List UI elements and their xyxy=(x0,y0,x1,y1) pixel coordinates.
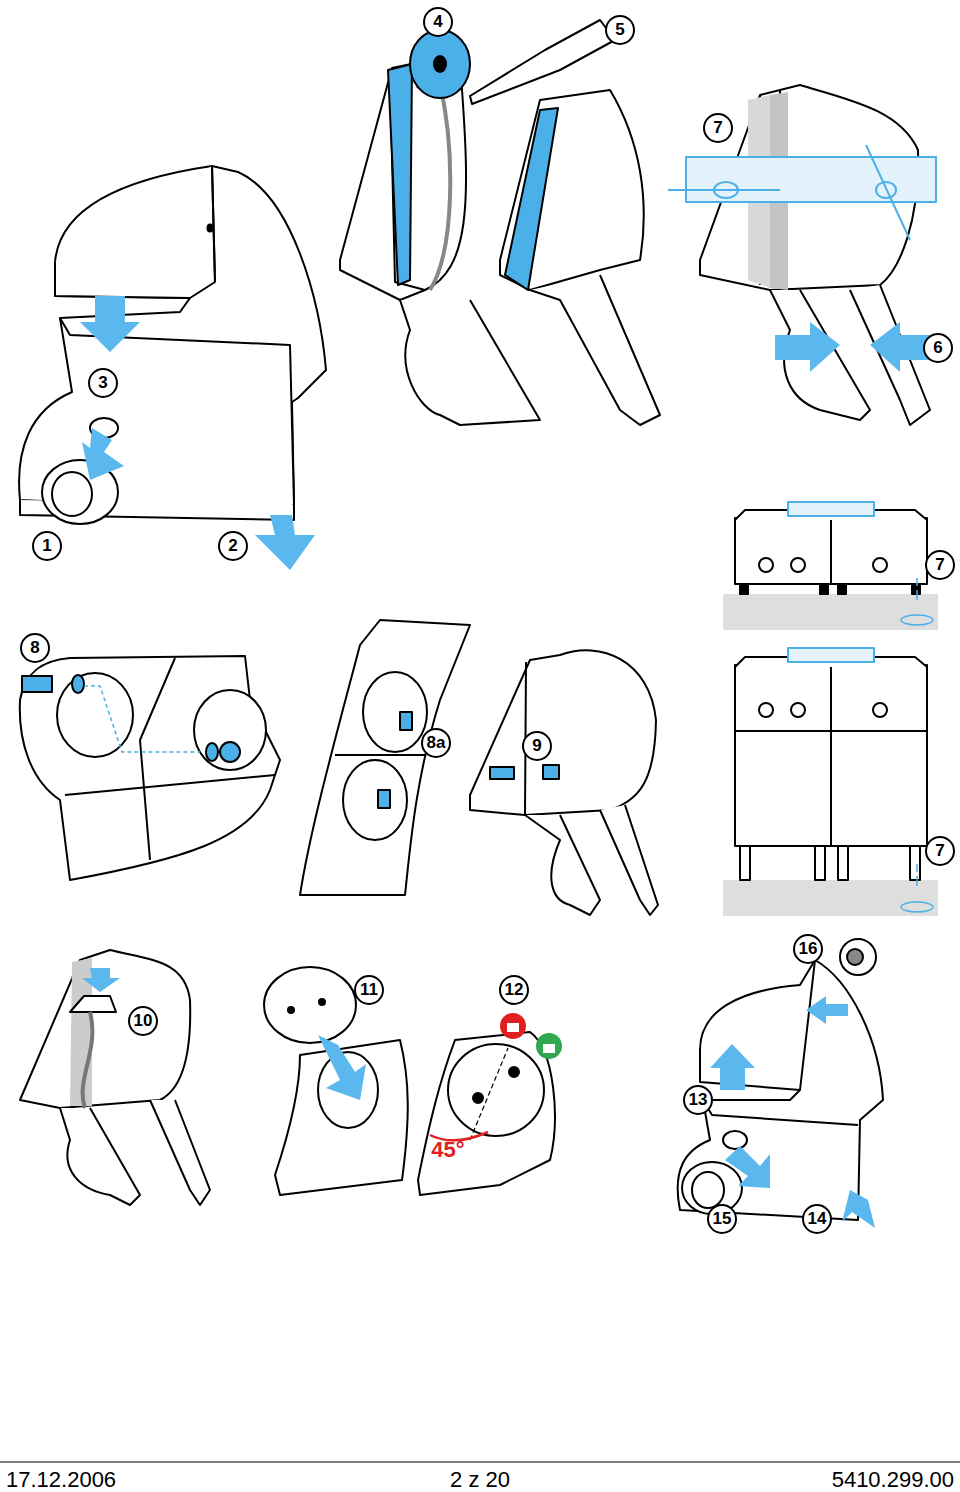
callout-number: 11 xyxy=(360,980,378,1000)
callout-number: 9 xyxy=(532,736,541,756)
callout-number: 2 xyxy=(228,536,237,556)
callout-circle: 15 xyxy=(707,1204,738,1234)
callout-number: 1 xyxy=(42,536,51,556)
callout-circle: 12 xyxy=(499,975,530,1005)
callout-circle: 3 xyxy=(88,368,118,398)
callout-number: 15 xyxy=(713,1209,732,1229)
callout-circle: 9 xyxy=(522,731,552,761)
footer-text: 5410.299.00 xyxy=(832,1467,954,1492)
callout-circle: 11 xyxy=(354,975,384,1005)
callout-number: 4 xyxy=(433,12,442,32)
callout-circle: 4 xyxy=(423,7,453,37)
callout-number: 8 xyxy=(30,638,39,658)
callout-number: 13 xyxy=(689,1090,708,1110)
callout-number: 16 xyxy=(799,939,818,959)
footer-text: 17.12.2006 xyxy=(6,1467,116,1492)
angle-label: 45° xyxy=(431,1137,464,1163)
callout-circle: 16 xyxy=(793,934,824,964)
callout-circle: 8a xyxy=(421,728,452,758)
callout-number: 10 xyxy=(134,1011,153,1031)
callout-number: 14 xyxy=(808,1209,827,1229)
callout-number: 7 xyxy=(935,841,944,861)
callout-circle: 8 xyxy=(20,633,50,663)
footer-text: 2 z 20 xyxy=(450,1467,510,1492)
callout-number: 8a xyxy=(427,733,446,753)
callout-circle: 14 xyxy=(802,1204,833,1234)
callout-number: 5 xyxy=(615,20,624,40)
callout-circle: 2 xyxy=(218,531,248,561)
callout-number: 7 xyxy=(713,118,722,138)
callout-circle: 7 xyxy=(925,836,955,866)
callout-circle: 7 xyxy=(703,113,733,143)
callout-circle: 1 xyxy=(32,531,62,561)
callout-number: 12 xyxy=(505,980,524,1000)
callout-number: 3 xyxy=(98,373,107,393)
callout-circle: 5 xyxy=(605,15,635,45)
callout-number: 7 xyxy=(935,555,944,575)
callout-circle: 7 xyxy=(925,550,955,580)
callout-circle: 6 xyxy=(923,333,953,363)
callout-number: 6 xyxy=(933,338,942,358)
